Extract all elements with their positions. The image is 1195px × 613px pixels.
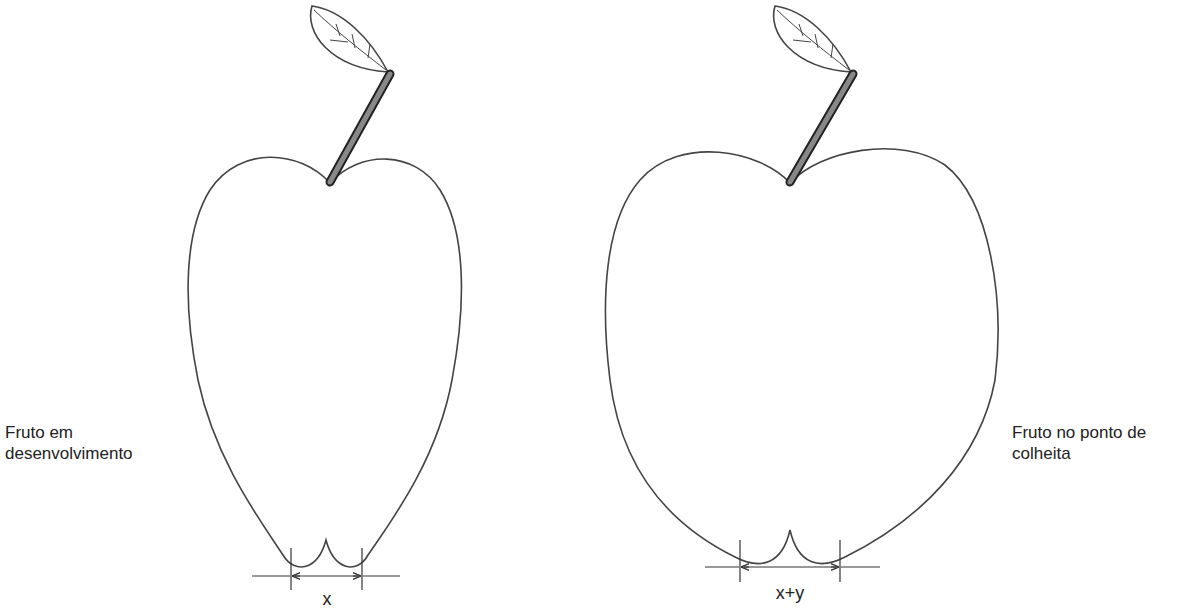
dimension-label: x+y bbox=[776, 583, 805, 604]
dimension-label: x bbox=[323, 589, 332, 610]
harvest-fruit bbox=[605, 6, 998, 564]
dimension-line bbox=[252, 548, 400, 590]
developing-fruit bbox=[188, 6, 461, 567]
fruit-stage-label: Fruto em desenvolvimento bbox=[5, 422, 150, 464]
fruit-stage-label: Fruto no ponto de colheita bbox=[1012, 422, 1188, 464]
dimension-line bbox=[705, 540, 880, 582]
